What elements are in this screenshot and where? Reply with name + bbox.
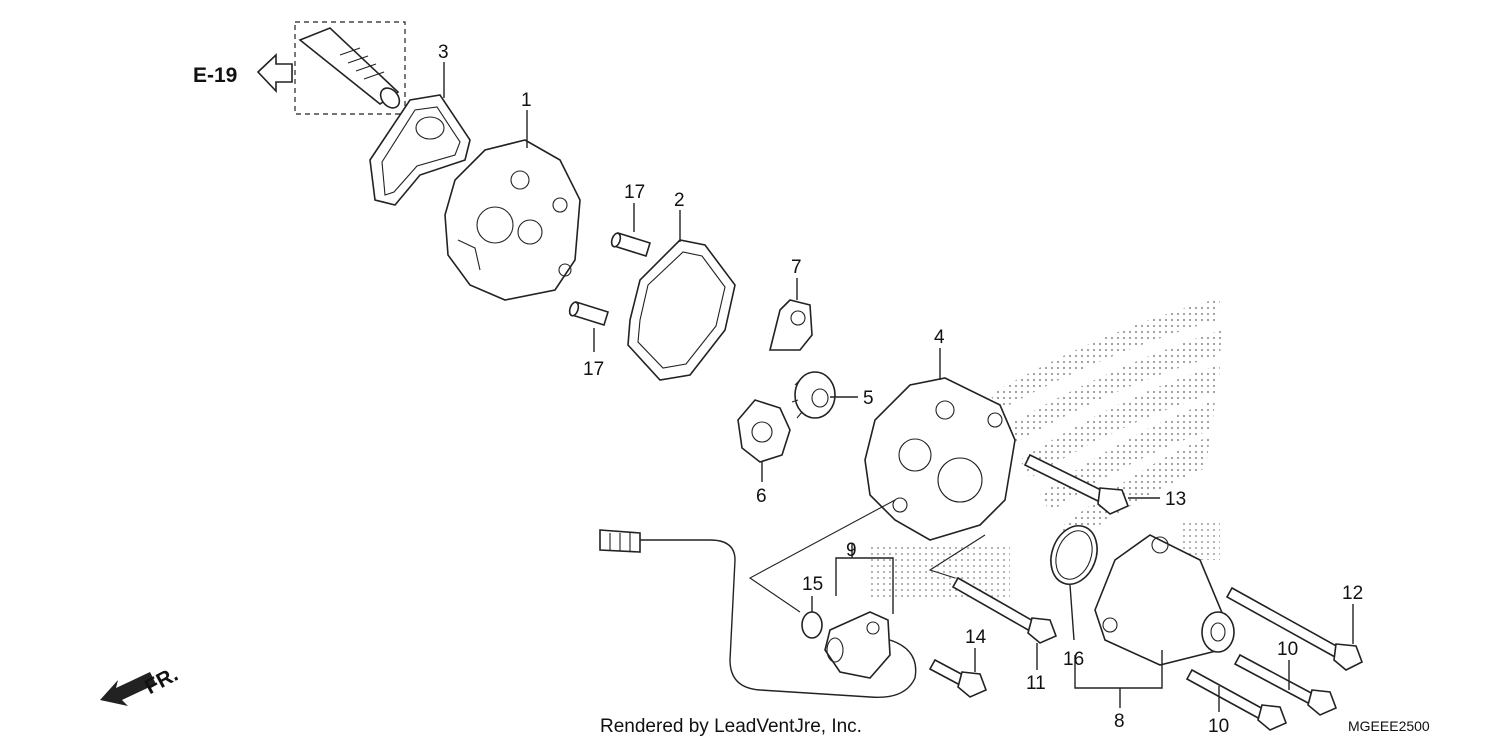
callout-7: 7: [791, 257, 802, 278]
sensor-part-9: [599, 529, 917, 699]
callout-12: 12: [1342, 583, 1363, 604]
callout-4: 4: [934, 327, 945, 348]
lever-part-7: [768, 299, 813, 351]
left-arrow-icon: [256, 53, 293, 94]
dowel-pin-upper: [610, 231, 651, 258]
callout-6: 6: [756, 486, 767, 507]
bolt-part-14: [928, 658, 988, 698]
callout-10-lower: 10: [1208, 716, 1229, 737]
callout-2: 2: [674, 190, 685, 211]
callout-3: 3: [438, 42, 449, 63]
gasket-part-3: [369, 94, 471, 206]
o-ring-part-15: [801, 611, 823, 639]
bolt-part-10-upper: [1233, 653, 1338, 716]
diagram-code: MGEEE2500: [1348, 718, 1430, 734]
callout-1: 1: [521, 90, 532, 111]
bolt-part-11: [951, 576, 1058, 644]
callout-11: 11: [1026, 673, 1046, 694]
shaft-part: [298, 27, 401, 109]
front-direction-arrow-icon: [100, 672, 156, 706]
wing-watermark: [870, 298, 1222, 600]
callout-15: 15: [802, 574, 823, 595]
dowel-pin-lower: [568, 300, 609, 327]
bolt-part-12: [1225, 586, 1364, 671]
bolt-part-10-lower: [1185, 668, 1288, 731]
callout-5: 5: [863, 388, 874, 409]
bolt-part-13: [1023, 453, 1130, 515]
housing-part-1: [444, 139, 581, 301]
callout-10-upper: 10: [1277, 639, 1298, 660]
callout-17-upper: 17: [624, 182, 645, 203]
gasket-part-2: [627, 239, 736, 381]
callout-13: 13: [1165, 489, 1186, 510]
render-credit: Rendered by LeadVentJre, Inc.: [600, 716, 862, 737]
motor-part-8: [1094, 534, 1235, 666]
housing-part-4: [864, 377, 1016, 541]
front-label: FR.: [141, 663, 182, 699]
callout-14: 14: [965, 627, 987, 648]
reference-label[interactable]: E-19: [193, 64, 237, 87]
gear-part-5: [791, 371, 836, 419]
o-ring-part-16: [1050, 525, 1098, 585]
callout-17-lower: 17: [583, 359, 604, 380]
callout-9: 9: [846, 540, 857, 561]
callout-8: 8: [1114, 711, 1125, 732]
gear-part-6: [737, 399, 791, 463]
callout-16: 16: [1063, 649, 1084, 670]
reference-dashed-box: [294, 21, 406, 115]
